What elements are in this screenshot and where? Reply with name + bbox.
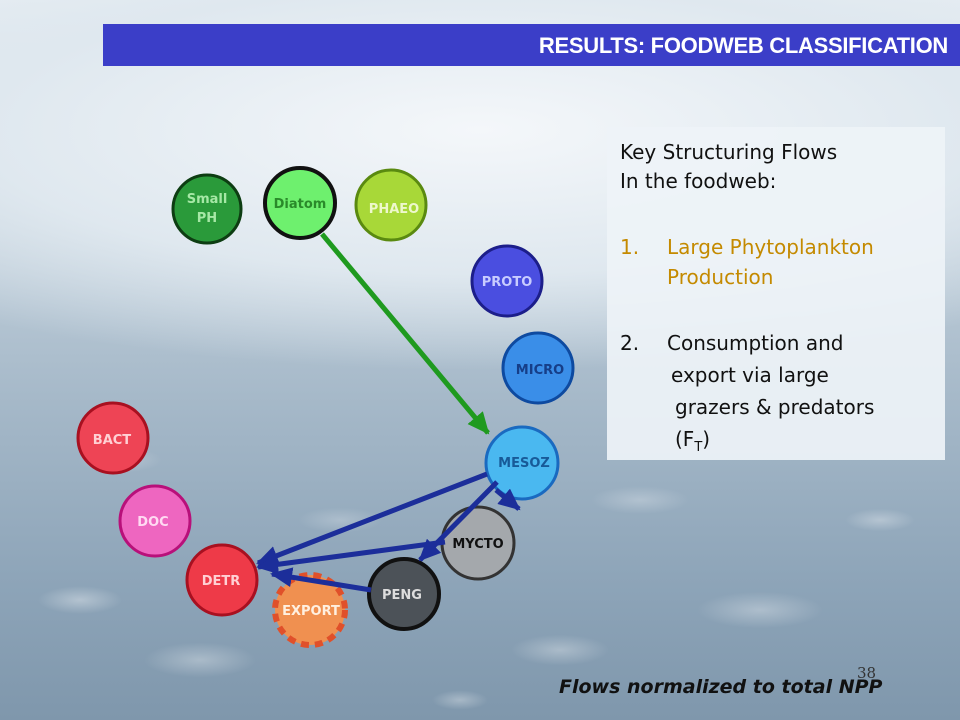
ft-subscript: T	[694, 440, 703, 455]
arrow-mesoz-to-detr	[256, 471, 488, 566]
node-mycto-label: MYCTO	[452, 537, 503, 552]
node-export-circle	[272, 572, 348, 648]
key-item2-line1: Consumption and	[667, 331, 844, 355]
node-peng-label: PENG	[382, 588, 422, 603]
node-proto-circle	[470, 244, 544, 318]
key-item1-line2: Production	[667, 265, 774, 289]
arrow-diatom-to-mesoz	[320, 232, 490, 435]
key-item1-number: 1.	[620, 235, 640, 259]
node-phaeo-circle	[354, 168, 428, 242]
arrow-mycto-to-detr	[256, 539, 446, 575]
node-diatom: Diatom	[263, 166, 337, 240]
node-micro-circle	[501, 331, 575, 405]
node-bact: BACT	[76, 401, 150, 475]
key-item1-line1: Large Phytoplankton	[667, 235, 874, 259]
node-small-ph: Small PH	[171, 173, 243, 245]
arrow-peng-to-detr	[270, 567, 372, 593]
node-bact-circle	[76, 401, 150, 475]
slide-title: RESULTS: FOODWEB CLASSIFICATION	[538, 33, 948, 58]
node-mesoz: MESOZ	[484, 425, 560, 501]
key-flows-box: Key Structuring Flows In the foodweb: 1.…	[607, 127, 945, 460]
node-doc-label: DOC	[137, 515, 168, 530]
node-diatom-circle	[263, 166, 337, 240]
arrow-mesoz-to-peng	[418, 480, 499, 562]
node-diatom-label: Diatom	[274, 197, 327, 212]
node-peng: PENG	[367, 557, 441, 631]
node-export: EXPORT	[272, 572, 348, 648]
arrow-mesoz-to-mycto	[494, 488, 521, 511]
key-item2-line3: grazers & predators	[675, 395, 875, 419]
node-phaeo: PHAEO	[354, 168, 428, 242]
node-micro-label: MICRO	[516, 363, 564, 378]
node-small-ph-label-line1: Small	[187, 192, 228, 207]
key-item2-line2: export via large	[671, 363, 829, 387]
node-export-label: EXPORT	[282, 604, 340, 619]
node-doc: DOC	[118, 484, 192, 558]
node-proto: PROTO	[470, 244, 544, 318]
footer-note: Flows normalized to total NPP	[559, 676, 883, 698]
node-doc-circle	[118, 484, 192, 558]
key-heading-line1: Key Structuring Flows	[620, 140, 838, 164]
node-small-ph-circle	[171, 173, 243, 245]
page-number: 38	[857, 664, 877, 682]
node-micro: MICRO	[501, 331, 575, 405]
key-item2-line4: (FT)	[675, 427, 710, 455]
ft-open: (F	[675, 427, 695, 451]
node-detr-circle	[185, 543, 259, 617]
node-peng-circle	[367, 557, 441, 631]
node-mesoz-label: MESOZ	[498, 456, 550, 471]
node-proto-label: PROTO	[482, 275, 533, 290]
node-small-ph-label-line2: PH	[197, 211, 217, 226]
node-mycto: MYCTO	[440, 505, 516, 581]
node-detr-label: DETR	[202, 574, 241, 589]
node-phaeo-label: PHAEO	[369, 202, 419, 217]
node-bact-label: BACT	[93, 433, 132, 448]
key-item2-number: 2.	[620, 331, 640, 355]
key-heading-line2: In the foodweb:	[620, 169, 777, 193]
title-bar: RESULTS: FOODWEB CLASSIFICATION	[103, 24, 960, 66]
node-mesoz-circle	[484, 425, 560, 501]
node-detr: DETR	[185, 543, 259, 617]
ft-close: )	[702, 427, 711, 451]
